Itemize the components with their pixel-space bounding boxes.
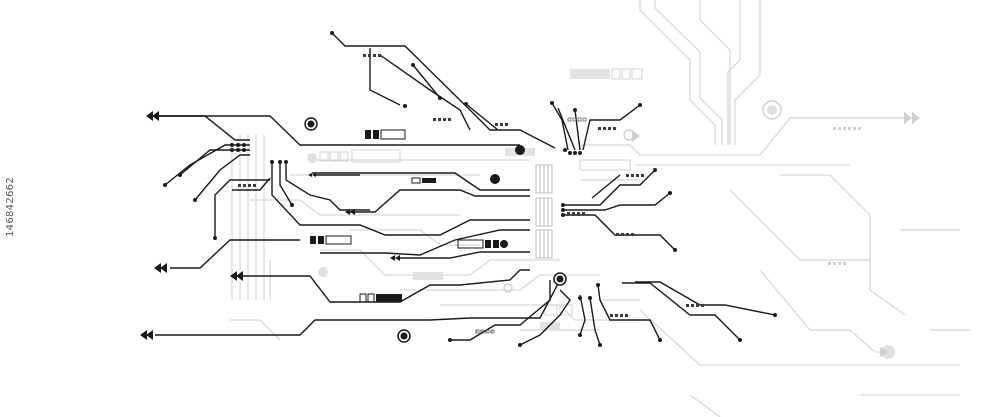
chevron-double-left-icon — [140, 111, 400, 340]
dark-chip-blocks — [310, 129, 508, 303]
circuit-dots — [163, 31, 777, 347]
dark-circuit-traces — [155, 32, 776, 346]
dark-dot-labels — [238, 54, 704, 317]
light-pad-icons — [307, 100, 895, 359]
outline-dot-labels — [475, 117, 587, 334]
chip-icon — [535, 164, 553, 259]
light-outline-blocks — [319, 68, 643, 316]
light-chevron-icons — [632, 112, 920, 357]
light-circuit-traces — [230, 0, 970, 417]
light-dot-labels — [475, 127, 861, 333]
watermark-id-text: 146842662 — [5, 177, 16, 237]
circuit-pad-icon — [304, 117, 567, 343]
